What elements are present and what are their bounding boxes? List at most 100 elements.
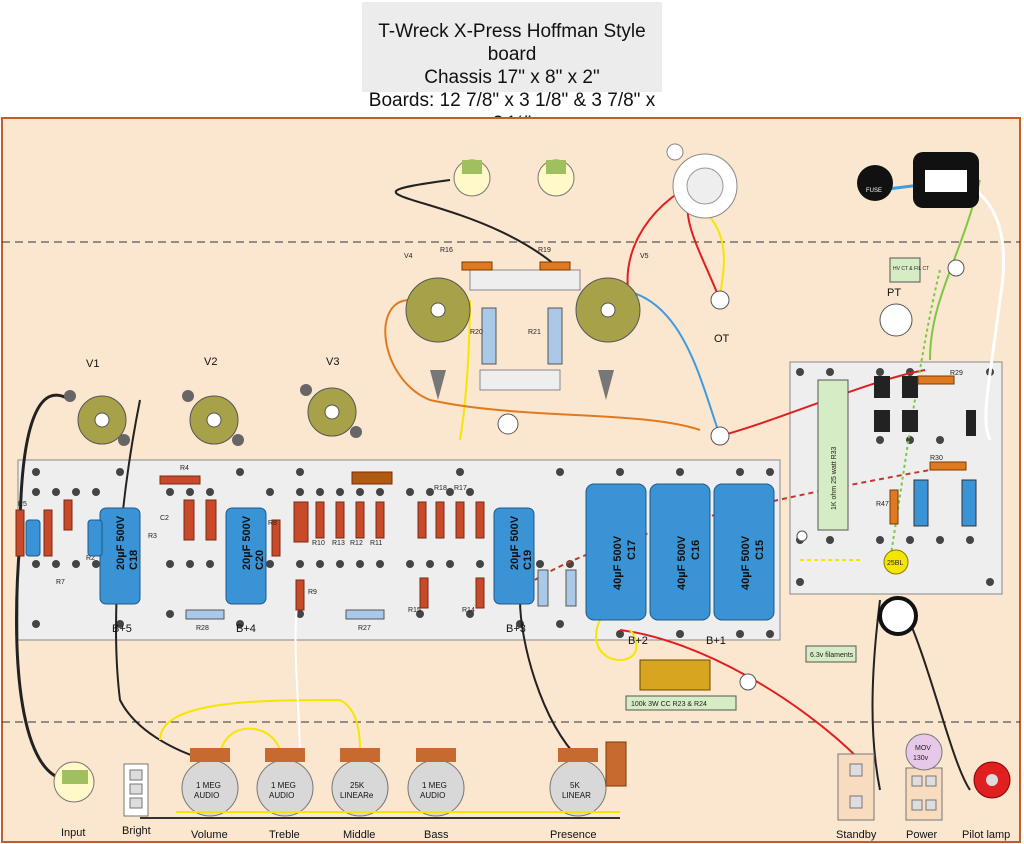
- filter-cap-c21: [913, 479, 929, 527]
- r30-label: R30: [930, 455, 943, 462]
- tube-v4: [405, 277, 471, 400]
- power-label: Power: [906, 829, 938, 841]
- ground-lug-center: [497, 413, 519, 435]
- tube-v2: [182, 390, 244, 446]
- standby-switch[interactable]: [837, 753, 875, 821]
- resistor-r27: [345, 609, 385, 620]
- speaker-jack-1: [453, 159, 491, 197]
- power-board-hole-1: [796, 530, 808, 542]
- fuse-label: FUSE: [866, 188, 882, 194]
- c17-ref: C17: [626, 540, 638, 560]
- filter-cap-c16: [649, 483, 711, 621]
- r47-label: R47: [876, 501, 889, 508]
- resistor-r19: [539, 261, 571, 271]
- r27-label: R27: [358, 625, 371, 632]
- resistor-r33: [817, 379, 849, 531]
- standby-label: Standby: [836, 829, 877, 841]
- impedance-selector: [666, 143, 738, 219]
- resistor-r30: [929, 461, 967, 471]
- rail-b2: B+2: [628, 635, 648, 647]
- resistor-r26a: [537, 569, 549, 607]
- c20-label: 20µF 500V: [241, 515, 253, 570]
- pot-middle-value: 25K: [350, 781, 365, 790]
- power-indicator-ring: [878, 596, 918, 636]
- ot-lead-1: [710, 290, 730, 310]
- diode-3: [874, 410, 890, 432]
- r28-label: R28: [196, 625, 209, 632]
- board-turrets: [32, 468, 774, 638]
- pilot-lamp: [973, 761, 1011, 799]
- tube-v2-label: V2: [204, 356, 217, 368]
- r12-label: R12: [350, 540, 363, 547]
- diode-5: [966, 410, 976, 436]
- pot-presence[interactable]: [549, 741, 627, 817]
- terminal-strip-top: [469, 269, 581, 291]
- pot-volume[interactable]: [181, 748, 239, 817]
- c16-ref: C16: [690, 540, 702, 560]
- filter-cap-c19: [493, 507, 535, 605]
- pot-middle-taper: LINEARe: [340, 791, 374, 800]
- speaker-jack-2: [537, 159, 575, 197]
- r19-label: R19: [538, 247, 551, 254]
- filter-cap-c17: [585, 483, 647, 621]
- pot-volume-value: 1 MEG: [196, 781, 221, 790]
- pilot-lamp-label: Pilot lamp: [962, 829, 1010, 841]
- resistor-r26b: [565, 569, 577, 607]
- rail-b3: B+3: [506, 623, 526, 635]
- fuse-holder: FUSE: [857, 165, 893, 201]
- tube-v5: [575, 277, 641, 400]
- r2-label: R2: [86, 555, 95, 562]
- r10-label: R10: [312, 540, 325, 547]
- ground-lug-r23: [739, 673, 757, 691]
- diode-2: [902, 376, 918, 398]
- r23-r24-note-text: 100k 3W CC R23 & R24: [631, 701, 707, 708]
- bright-switch[interactable]: [123, 763, 149, 817]
- volume-label: Volume: [191, 829, 228, 841]
- pot-treble[interactable]: [256, 748, 314, 817]
- power-switch[interactable]: [905, 767, 943, 821]
- c15-ref: C15: [754, 540, 766, 560]
- r29-label: R29: [950, 370, 963, 377]
- board-resistors: [15, 471, 485, 611]
- c18-label: 20µF 500V: [115, 515, 127, 570]
- resistor-r21: [547, 307, 563, 365]
- iec-socket: [925, 170, 967, 192]
- cathode-cap-2: [87, 519, 103, 557]
- r5-label: R5: [18, 501, 27, 508]
- mov-text-top: MOV: [915, 745, 931, 752]
- tube-v3-label: V3: [326, 356, 339, 368]
- bulb-25bl: [883, 549, 909, 575]
- pot-bass-value: 1 MEG: [422, 781, 447, 790]
- mov: [905, 733, 943, 771]
- r21-label: R21: [528, 329, 541, 336]
- c15-label: 40µF 500V: [740, 535, 752, 590]
- hv-ct-note: [889, 257, 921, 283]
- pot-bass[interactable]: [407, 748, 465, 817]
- r33-label: 1K ohm 25 watt R33: [831, 446, 838, 510]
- pot-volume-taper: AUDIO: [194, 791, 219, 800]
- r4-label: R4: [180, 465, 189, 472]
- hv-ct-note-text: HV CT & FIL CT: [893, 266, 929, 272]
- filter-cap-c15: [713, 483, 775, 621]
- r15-label: R15: [408, 607, 421, 614]
- r16-label: R16: [440, 247, 453, 254]
- pot-middle[interactable]: [331, 748, 389, 817]
- rail-b4: B+4: [236, 623, 256, 635]
- r18-label: R18: [434, 485, 447, 492]
- middle-label: Middle: [343, 829, 375, 841]
- r8-label: R8: [268, 520, 277, 527]
- r3-label: R3: [148, 533, 157, 540]
- input-label: Input: [61, 827, 85, 839]
- input-jack[interactable]: [53, 761, 95, 803]
- pt-label: PT: [887, 287, 901, 299]
- bright-label: Bright: [122, 825, 151, 837]
- filter-cap-c20: [225, 507, 267, 605]
- rail-b5: B+5: [112, 623, 132, 635]
- ground-lug-pt: [947, 259, 965, 277]
- diode-1: [874, 376, 890, 398]
- resistor-r47: [889, 489, 899, 525]
- presence-label: Presence: [550, 829, 596, 841]
- title-line-1: T-Wreck X-Press Hoffman Style board: [378, 21, 646, 65]
- resistor-r16: [461, 261, 493, 271]
- filter-cap-c22: [961, 479, 977, 527]
